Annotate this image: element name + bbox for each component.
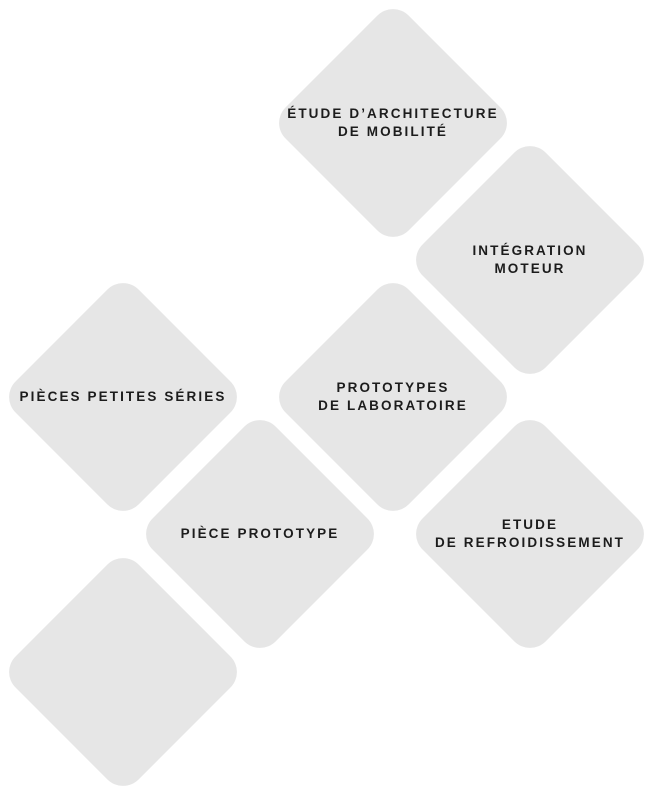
tile-label: INTÉGRATION MOTEUR: [472, 243, 588, 276]
tile-label: PIÈCES PETITES SÉRIES: [19, 389, 227, 404]
tile-etude-architecture[interactable]: ÉTUDE D’ARCHITECTURE DE MOBILITÉ: [269, 0, 517, 247]
tile-label: ÉTUDE D’ARCHITECTURE DE MOBILITÉ: [287, 106, 499, 139]
tile-etude-refroidissement[interactable]: ETUDE DE REFROIDISSEMENT: [406, 410, 654, 658]
tile-integration-moteur[interactable]: INTÉGRATION MOTEUR: [406, 136, 654, 384]
tile-label: [0, 549, 246, 795]
tile-piece-prototype[interactable]: PIÈCE PROTOTYPE: [136, 410, 384, 658]
tile-pieces-petites-series[interactable]: PIÈCES PETITES SÉRIES: [0, 273, 247, 521]
tile-prototypes-laboratoire[interactable]: PROTOTYPES DE LABORATOIRE: [269, 273, 517, 521]
tile-label: PROTOTYPES DE LABORATOIRE: [318, 380, 468, 413]
tile-label: PIÈCE PROTOTYPE: [180, 526, 340, 541]
tile-empty: [0, 548, 247, 795]
tile-label: ETUDE DE REFROIDISSEMENT: [434, 517, 626, 550]
